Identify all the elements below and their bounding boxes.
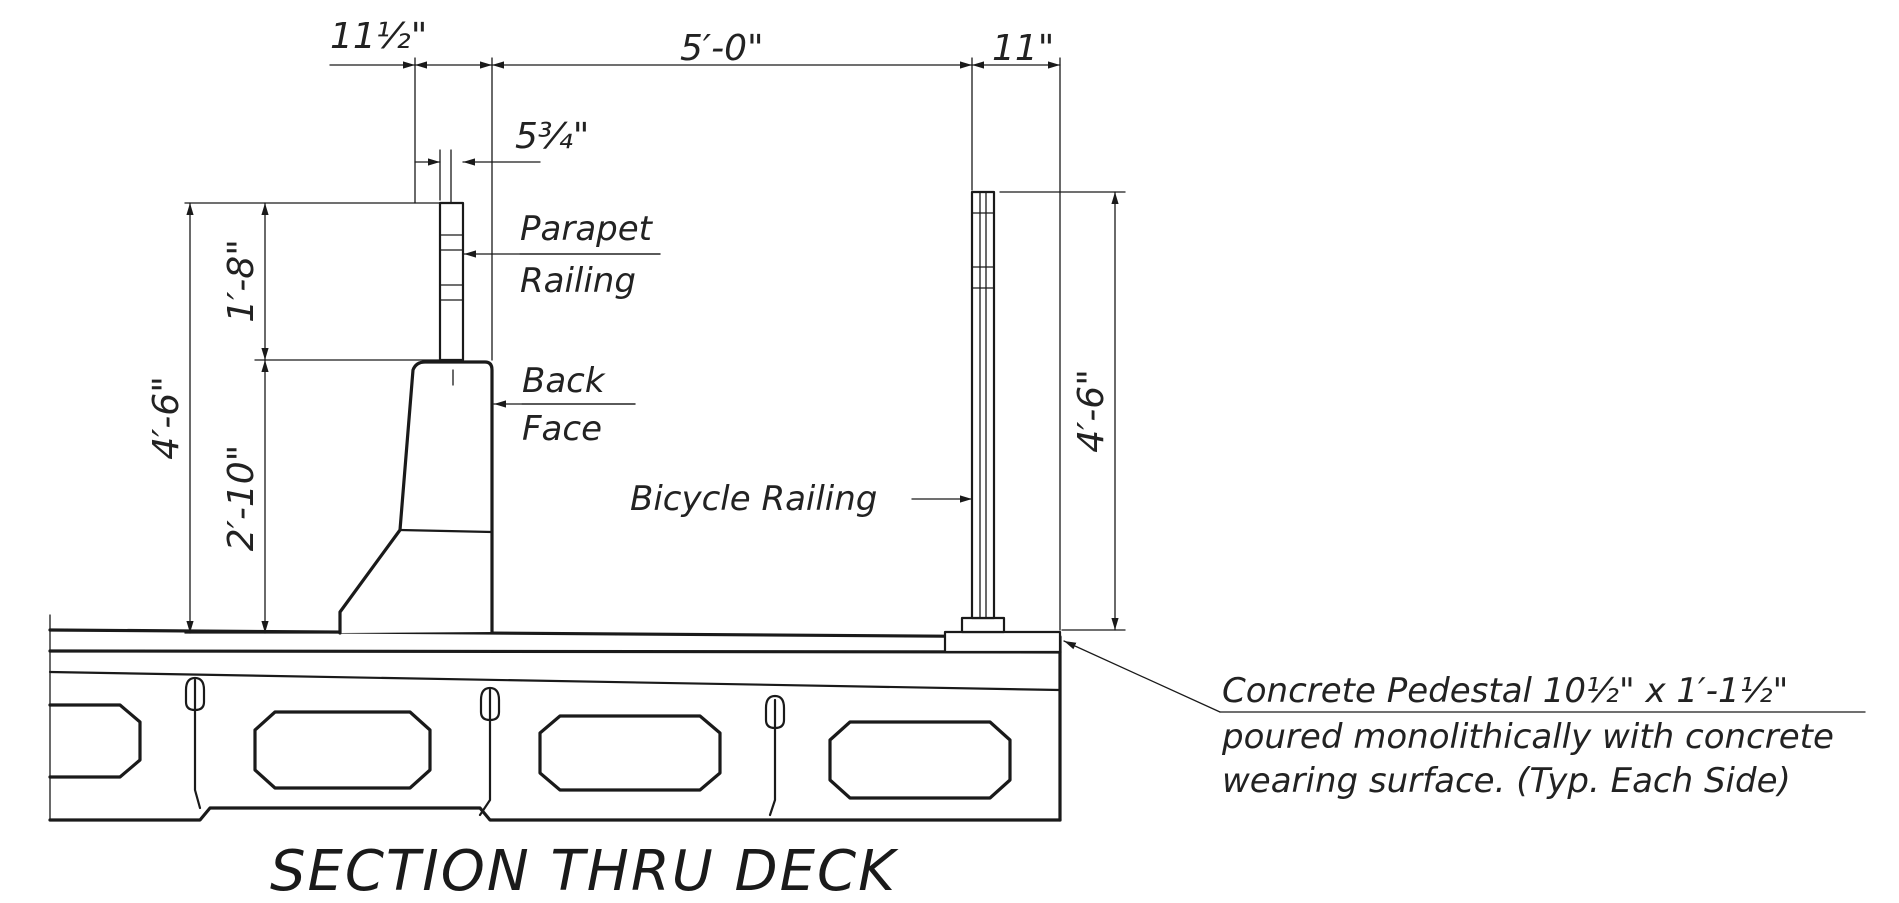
concrete-barrier (338, 360, 494, 635)
label-pedestal-line2: poured monolithically with concrete (1221, 717, 1834, 757)
label-pedestal-line3: wearing surface. (Typ. Each Side) (1222, 761, 1791, 801)
deck (48, 614, 1062, 822)
dim-total-height-left: 4′-6" (146, 376, 187, 460)
dim-right-offset: 11" (992, 28, 1054, 69)
parapet-railing (438, 149, 465, 362)
dimension-lines (184, 57, 1126, 634)
dim-railing-width: 5¾" (515, 116, 589, 157)
dim-parapet-height: 1′-8" (221, 239, 262, 323)
dim-center-span: 5′-0" (680, 28, 764, 69)
label-back: Back (522, 361, 606, 401)
dim-left-offset: 11½" (330, 16, 427, 57)
label-parapet: Parapet (520, 209, 654, 249)
label-pedestal-line1: Concrete Pedestal 10½" x 1′-1½" (1222, 671, 1788, 711)
dim-barrier-height: 2′-10" (221, 445, 262, 551)
bicycle-railing (970, 190, 996, 620)
dim-total-height-right: 4′-6" (1071, 369, 1112, 453)
drawing-title: SECTION THRU DECK (270, 839, 899, 903)
label-bicycle-railing: Bicycle Railing (630, 479, 877, 519)
label-face: Face (522, 409, 602, 449)
label-railing: Railing (520, 261, 636, 301)
concrete-pedestal (943, 616, 1062, 654)
